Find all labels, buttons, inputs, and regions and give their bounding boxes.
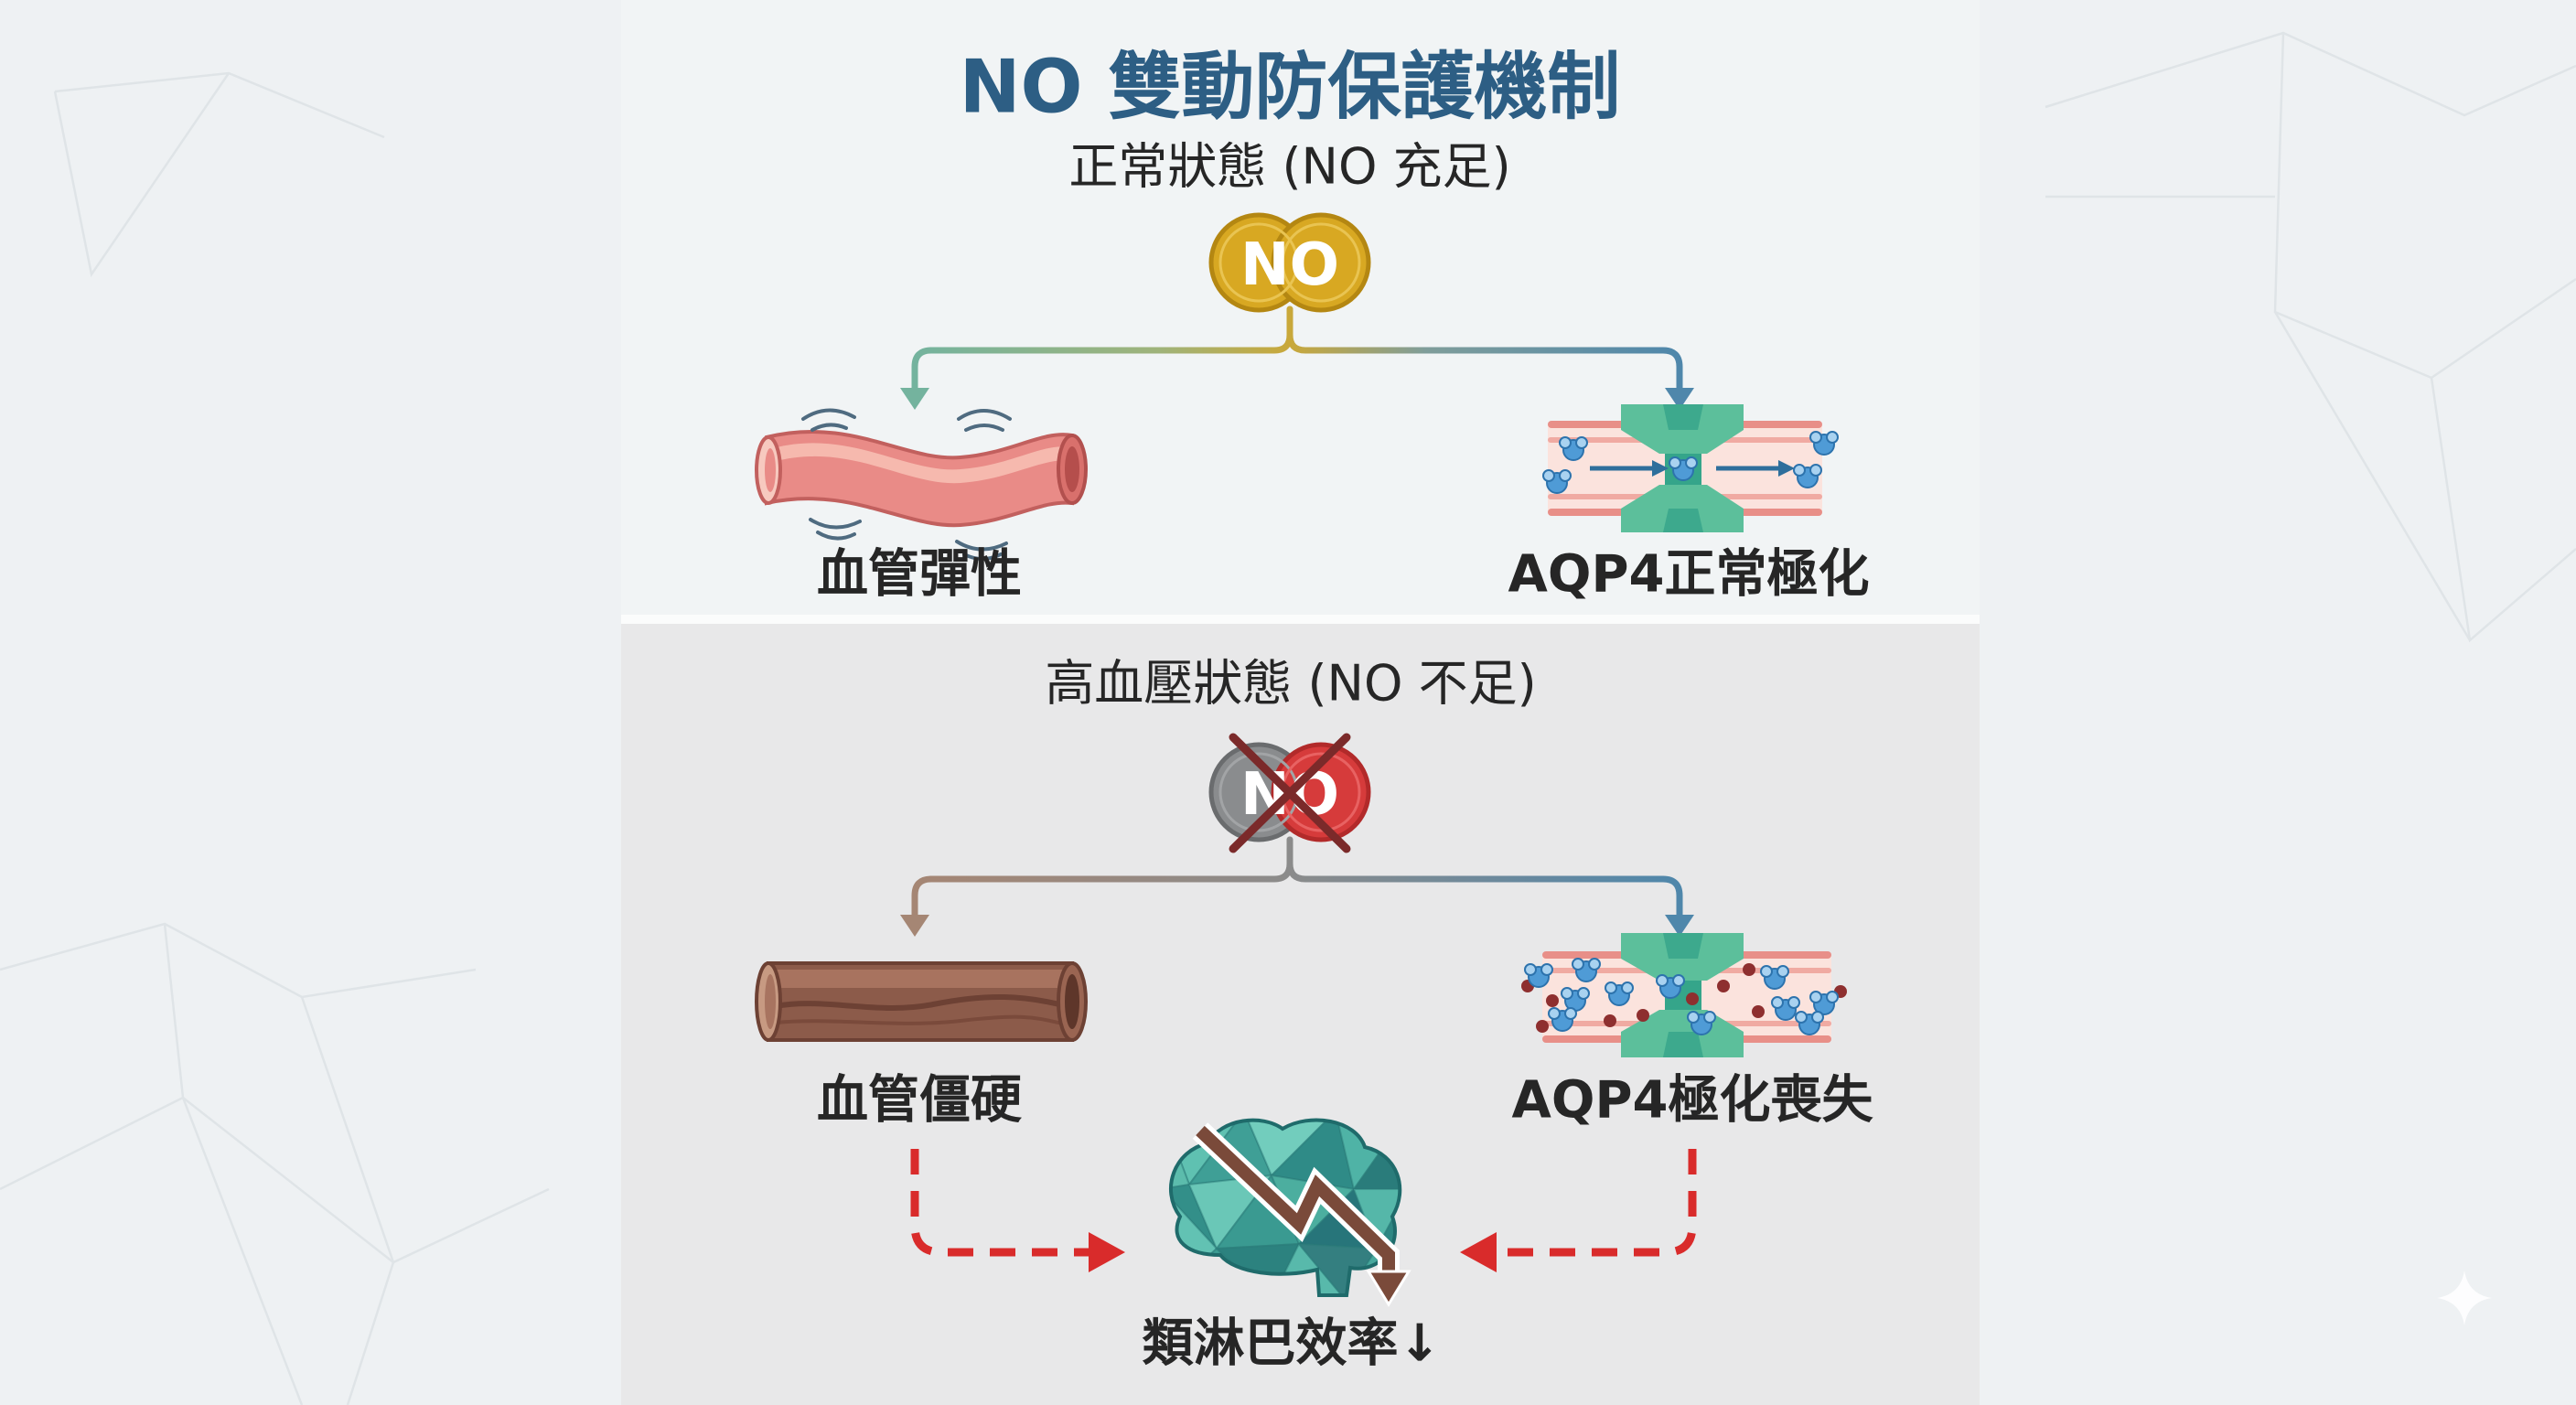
arrow-head-left — [900, 388, 929, 410]
sparkle-icon — [2437, 1271, 2492, 1325]
page-title: NO 雙動防保護機制 — [960, 45, 1621, 130]
no-badge-normal-text: NO — [1240, 231, 1339, 299]
arrow-head-right — [1665, 915, 1694, 937]
aqp4-loss-label: AQP4極化喪失 — [1512, 1071, 1874, 1131]
glymphatic-efficiency-label: 類淋巴效率↓ — [1143, 1314, 1442, 1374]
water-flow-arrow — [1590, 460, 1795, 477]
no-badge-deficient: NO — [1208, 733, 1371, 853]
no-badge-normal: NO — [1208, 212, 1371, 313]
normal-state-heading: 正常狀態 (NO 充足) — [1068, 138, 1510, 196]
hypertension-state-heading: 高血壓狀態 (NO 不足) — [1045, 655, 1536, 713]
pulse-wave-icon — [801, 408, 1012, 561]
hypertension-branch-connectors — [900, 836, 1694, 937]
stiff-vessel-label: 血管僵硬 — [817, 1071, 1022, 1131]
normal-branch-connectors — [900, 306, 1694, 410]
scattered-particle-icon — [1521, 963, 1847, 1033]
dashed-arrow-right — [1460, 1149, 1697, 1272]
stiff-vessel-icon — [755, 961, 1088, 1042]
section-divider — [621, 615, 1980, 624]
background-decoration — [0, 31, 2576, 1405]
aqp4-disrupted-icon — [1521, 933, 1847, 1057]
cross-icon — [1229, 733, 1351, 853]
arrow-head-left — [900, 915, 929, 937]
elastic-vessel-icon — [755, 408, 1088, 561]
arrow-head-right — [1665, 388, 1694, 410]
dashed-arrow-left — [910, 1149, 1125, 1272]
aqp4-normal-label: AQP4正常極化 — [1508, 545, 1870, 605]
water-molecule-icon — [1524, 958, 1839, 1035]
decline-arrow-icon — [1192, 1122, 1411, 1307]
water-molecule-icon — [1542, 431, 1839, 494]
elastic-vessel-label: 血管彈性 — [817, 545, 1022, 605]
aqp4-channel-icon — [1542, 404, 1839, 532]
